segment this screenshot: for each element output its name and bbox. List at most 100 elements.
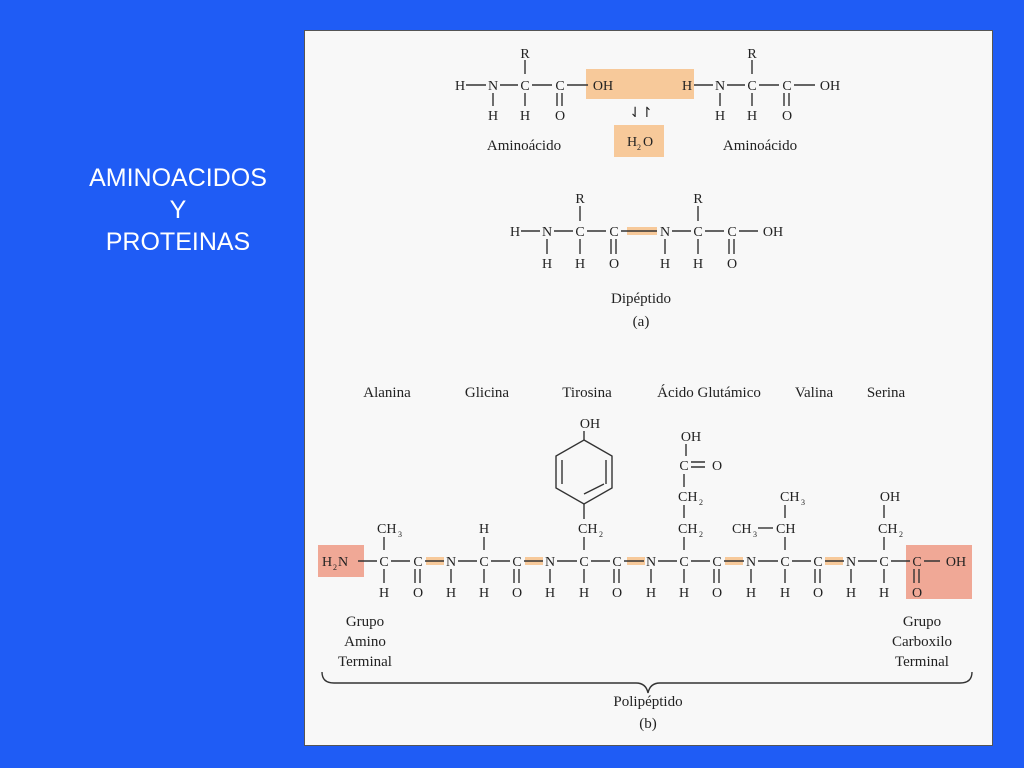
atom-c: C: [579, 555, 588, 570]
water-o: O: [643, 135, 653, 150]
atom-o: O: [512, 586, 522, 601]
atom-o: O: [612, 586, 622, 601]
atom-ch: CH: [678, 490, 697, 505]
atom-c: C: [479, 555, 488, 570]
atom-oh: OH: [946, 555, 966, 570]
atom-o: O: [609, 257, 619, 272]
amino-acid-label-left: Aminoácido: [487, 138, 561, 154]
atom-n: N: [545, 555, 555, 570]
water-sub: 2: [637, 143, 641, 152]
atom-h: H: [446, 586, 456, 601]
atom-h: H: [455, 79, 465, 94]
atom-h: H: [660, 257, 670, 272]
alanine-side-chain: CH 3: [377, 522, 402, 550]
amino-terminal-line-3: Terminal: [338, 654, 392, 670]
atom-r: R: [747, 47, 757, 62]
atom-c: C: [609, 225, 618, 240]
atom-n: N: [446, 555, 456, 570]
atom-ch: CH: [377, 522, 396, 537]
atom-n: N: [846, 555, 856, 570]
atom-h: H: [575, 257, 585, 272]
atom-h: H: [747, 109, 757, 124]
atom-o: O: [813, 586, 823, 601]
sub-2: 2: [699, 498, 703, 507]
atom-c: C: [912, 555, 921, 570]
amino-acid-name-tirosina: Tirosina: [562, 385, 612, 401]
amino-terminal-label: Grupo Amino Terminal: [338, 614, 392, 670]
carboxyl-terminal-label: Grupo Carboxilo Terminal: [892, 614, 952, 670]
atom-c: C: [747, 79, 756, 94]
title-line-2: Y: [169, 196, 187, 224]
caption-a: (a): [633, 314, 650, 330]
atom-ch: CH: [878, 522, 897, 537]
atom-c: C: [693, 225, 702, 240]
tyrosine-side-chain: OH CH 2: [555, 417, 613, 550]
atom-n: N: [542, 225, 552, 240]
atom-h: H: [846, 586, 856, 601]
released-h: H: [682, 79, 692, 94]
carboxyl-terminal-line-3: Terminal: [895, 654, 949, 670]
sub-3: 3: [398, 530, 402, 539]
amino-acid-left: R H N C C OH H H O: [455, 47, 613, 124]
atom-r: R: [693, 192, 703, 207]
title-line-1: AMINOACIDOS: [89, 164, 267, 192]
atom-c: C: [727, 225, 736, 240]
atom-oh: OH: [820, 79, 840, 94]
atom-c: C: [555, 79, 564, 94]
atom-n: N: [488, 79, 498, 94]
atom-h: H: [746, 586, 756, 601]
atom-c: C: [780, 555, 789, 570]
atom-ch: CH: [780, 490, 799, 505]
carboxyl-terminal-line-2: Carboxilo: [892, 634, 952, 650]
atom-h: H: [379, 586, 389, 601]
atom-ch: CH: [678, 522, 697, 537]
amino-terminal-line-1: Grupo: [346, 614, 384, 630]
atom-h: H: [679, 586, 689, 601]
amino-terminal-h: H: [322, 555, 332, 570]
atom-ch: CH: [732, 522, 751, 537]
slide-title: AMINOACIDOS Y PROTEINAS: [70, 162, 286, 258]
dipeptide-label: Dipéptido: [611, 291, 671, 307]
serine-side-chain: OH CH 2: [878, 490, 903, 550]
removed-oh: OH: [593, 79, 613, 94]
atom-c: C: [679, 555, 688, 570]
amino-acid-name-alanina: Alanina: [363, 385, 411, 401]
atom-h: H: [780, 586, 790, 601]
atom-r: R: [575, 192, 585, 207]
caption-b: (b): [639, 716, 657, 732]
amino-acid-name-valina: Valina: [795, 385, 834, 401]
amino-terminal-line-2: Amino: [344, 634, 386, 650]
amino-acid-name-acido-glutamico: Ácido Glutámico: [657, 384, 761, 401]
atom-c: C: [679, 459, 688, 474]
atom-o: O: [782, 109, 792, 124]
equilibrium-arrow-icon: ⇃↾: [629, 106, 652, 121]
atom-o: O: [727, 257, 737, 272]
atom-n: N: [715, 79, 725, 94]
sub-2: 2: [899, 530, 903, 539]
atom-c: C: [813, 555, 822, 570]
amino-acid-name-serina: Serina: [867, 385, 906, 401]
sub-2: 2: [599, 530, 603, 539]
sub-2: 2: [699, 530, 703, 539]
atom-h: H: [479, 522, 489, 537]
sub-2: 2: [333, 563, 337, 572]
atom-h: H: [715, 109, 725, 124]
dipeptide: R R H N C C N C C OH H H O H H O: [510, 192, 783, 272]
atom-o: O: [912, 586, 922, 601]
water-molecule: H 2 O: [627, 135, 653, 152]
atom-c: C: [612, 555, 621, 570]
amino-terminal-n: N: [338, 555, 348, 570]
glutamic-side-chain: OH C O CH 2 CH 2: [678, 430, 722, 550]
atom-h: H: [879, 586, 889, 601]
atom-o: O: [712, 586, 722, 601]
atom-c: C: [512, 555, 521, 570]
valine-side-chain: CH 3 CH 3 CH: [732, 490, 805, 550]
title-line-3: PROTEINAS: [105, 228, 251, 256]
atom-c: C: [712, 555, 721, 570]
oh-highlight: [586, 69, 694, 99]
atom-c: C: [379, 555, 388, 570]
atom-r: R: [520, 47, 530, 62]
polypeptide-backbone: H 2 N C C N C C N C C N C C N C C N C C …: [322, 555, 966, 601]
carboxyl-terminal-highlight: [906, 545, 972, 599]
